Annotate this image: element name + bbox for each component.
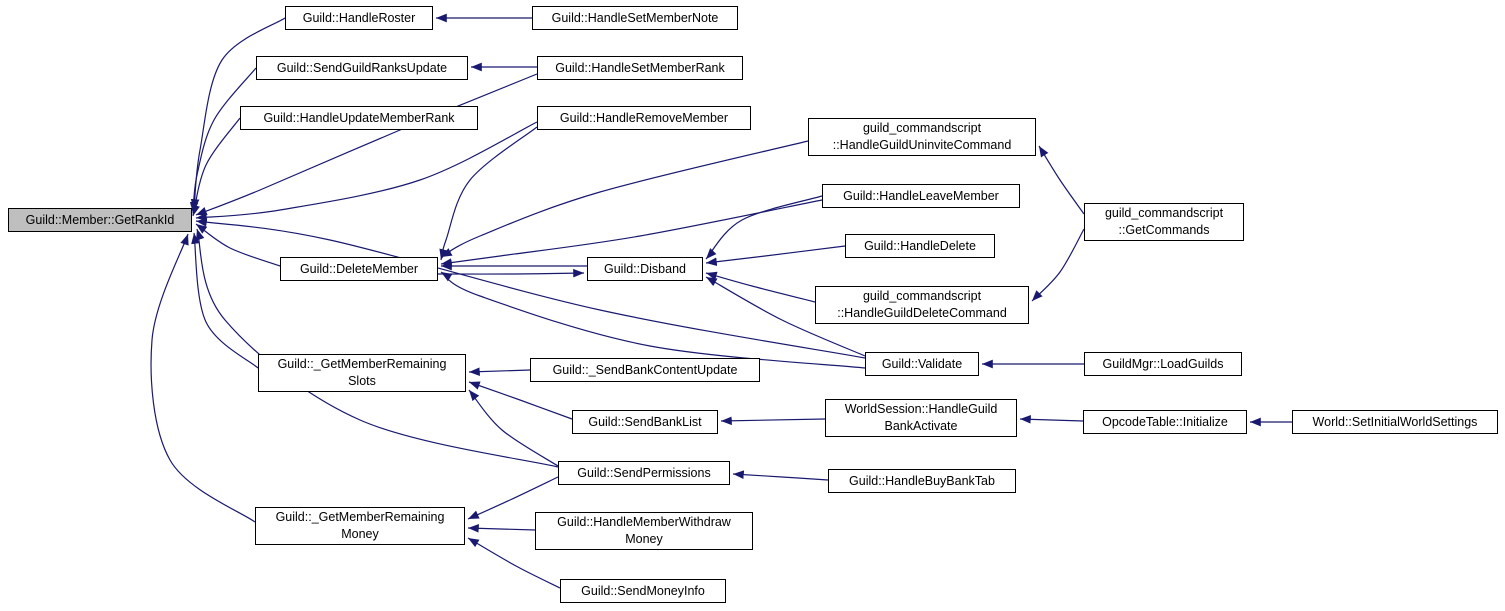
edge-send-permissions--get-member-remaining-slots [468,389,559,467]
node-label: Money [341,527,379,541]
edge-handle-guild-bank-activate--send-bank-list [720,416,826,426]
node-handle-leave-member[interactable]: Guild::HandleLeaveMember [822,184,1020,208]
node-delete-member[interactable]: Guild::DeleteMember [280,257,438,281]
edge-get-member-remaining-slots--get-rank-id [191,232,259,369]
edge-validate--get-rank-id [195,218,866,359]
node-handle-guild-delete-command[interactable]: guild_commandscript::HandleGuildDeleteCo… [815,286,1029,324]
node-load-guilds[interactable]: GuildMgr::LoadGuilds [1084,352,1242,376]
node-label: Guild::HandleSetMemberRank [555,60,725,75]
edge-handle-leave-member--disband [705,195,823,260]
node-label: Money [625,532,663,546]
node-label: Guild::_GetMemberRemaining [277,357,447,372]
edge-opcode-table-initialize--handle-guild-bank-activate [1019,415,1084,424]
node-handle-guild-uninvite-command[interactable]: guild_commandscript::HandleGuildUninvite… [808,118,1036,156]
node-label: Guild::Member::GetRankId [25,212,175,227]
edge-handle-update-member-rank--get-rank-id [191,117,241,217]
edge-send-bank-content-update--get-member-remaining-slots [468,367,531,376]
node-handle-set-member-rank[interactable]: Guild::HandleSetMemberRank [537,56,743,80]
node-get-rank-id[interactable]: Guild::Member::GetRankId [8,208,192,232]
node-label: GuildMgr::LoadGuilds [1102,356,1224,371]
node-label: Guild::HandleRemoveMember [559,110,729,125]
node-label: Guild::HandleSetMemberNote [551,10,719,25]
node-label: World::SetInitialWorldSettings [1312,414,1478,429]
node-handle-roster[interactable]: Guild::HandleRoster [285,6,433,30]
node-label: Guild::SendMoneyInfo [581,583,705,598]
node-label: Guild::DeleteMember [299,261,419,276]
edge-handle-remove-member--get-rank-id [195,121,538,222]
node-send-money-info[interactable]: Guild::SendMoneyInfo [560,579,726,603]
node-get-commands[interactable]: guild_commandscript::GetCommands [1084,203,1244,241]
node-label: Guild::HandleUpdateMemberRank [263,110,455,125]
edge-validate--delete-member [440,271,866,369]
node-validate[interactable]: Guild::Validate [865,352,979,376]
node-label: Guild::SendBankList [588,414,702,429]
edge-get-member-remaining-money--get-rank-id [150,233,256,523]
node-handle-delete[interactable]: Guild::HandleDelete [845,234,995,258]
node-label: OpcodeTable::Initialize [1102,414,1228,429]
node-handle-set-member-note[interactable]: Guild::HandleSetMemberNote [532,6,738,30]
node-label: guild_commandscript [1104,206,1224,221]
edge-send-guild-ranks-update--get-rank-id [189,67,257,214]
node-send-permissions[interactable]: Guild::SendPermissions [558,461,730,485]
node-label: Guild::Validate [881,356,963,371]
node-label: Guild::SendGuildRanksUpdate [276,60,448,75]
edge-handle-remove-member--delete-member [439,126,538,261]
node-label: guild_commandscript [862,121,982,136]
edge-handle-leave-member--delete-member [440,199,823,267]
node-label: ::HandleGuildDeleteCommand [837,306,1007,320]
node-send-bank-content-update[interactable]: Guild::_SendBankContentUpdate [530,358,760,382]
node-opcode-table-initialize[interactable]: OpcodeTable::Initialize [1083,410,1247,434]
edge-handle-buy-bank-tab--send-permissions [732,470,829,481]
edge-handle-guild-delete-command--disband [705,271,816,303]
node-label: Guild::HandleMemberWithdraw [557,515,731,530]
node-label: BankActivate [884,419,958,433]
node-label: WorldSession::HandleGuild [844,402,998,417]
node-label: Guild::SendPermissions [577,465,711,480]
node-label: Guild::_GetMemberRemaining [275,510,445,525]
edge-handle-set-member-rank--get-rank-id [195,73,538,216]
node-label: guild_commandscript [862,289,982,304]
edge-get-commands--handle-guild-delete-command [1031,228,1085,302]
edge-handle-delete--disband [705,245,846,267]
node-send-guild-ranks-update[interactable]: Guild::SendGuildRanksUpdate [256,56,468,80]
node-label: Guild::Disband [604,261,686,276]
node-set-initial-world-settings[interactable]: World::SetInitialWorldSettings [1292,410,1498,434]
node-label: Guild::HandleBuyBankTab [849,473,995,488]
node-disband[interactable]: Guild::Disband [587,257,703,281]
edge-handle-member-withdraw-money--get-member-remaining-money [467,524,536,533]
node-handle-buy-bank-tab[interactable]: Guild::HandleBuyBankTab [828,469,1016,493]
node-label: Guild::_SendBankContentUpdate [552,362,738,377]
node-label: Guild::HandleDelete [864,238,976,253]
node-label: ::GetCommands [1118,223,1210,237]
edge-handle-guild-uninvite-command--delete-member [440,140,809,258]
edge-get-commands--handle-guild-uninvite-command [1038,145,1085,215]
node-label: Guild::HandleLeaveMember [843,188,999,203]
edge-send-bank-list--get-member-remaining-slots [468,381,573,420]
node-send-bank-list[interactable]: Guild::SendBankList [572,410,718,434]
edge-delete-member--get-rank-id [195,223,281,267]
node-label: Guild::HandleRoster [302,10,416,25]
node-label: ::HandleGuildUninviteCommand [832,138,1012,152]
node-handle-remove-member[interactable]: Guild::HandleRemoveMember [537,106,751,130]
node-handle-update-member-rank[interactable]: Guild::HandleUpdateMemberRank [240,106,478,130]
node-label: Slots [348,374,376,388]
edge-delete-member--disband [437,268,585,278]
